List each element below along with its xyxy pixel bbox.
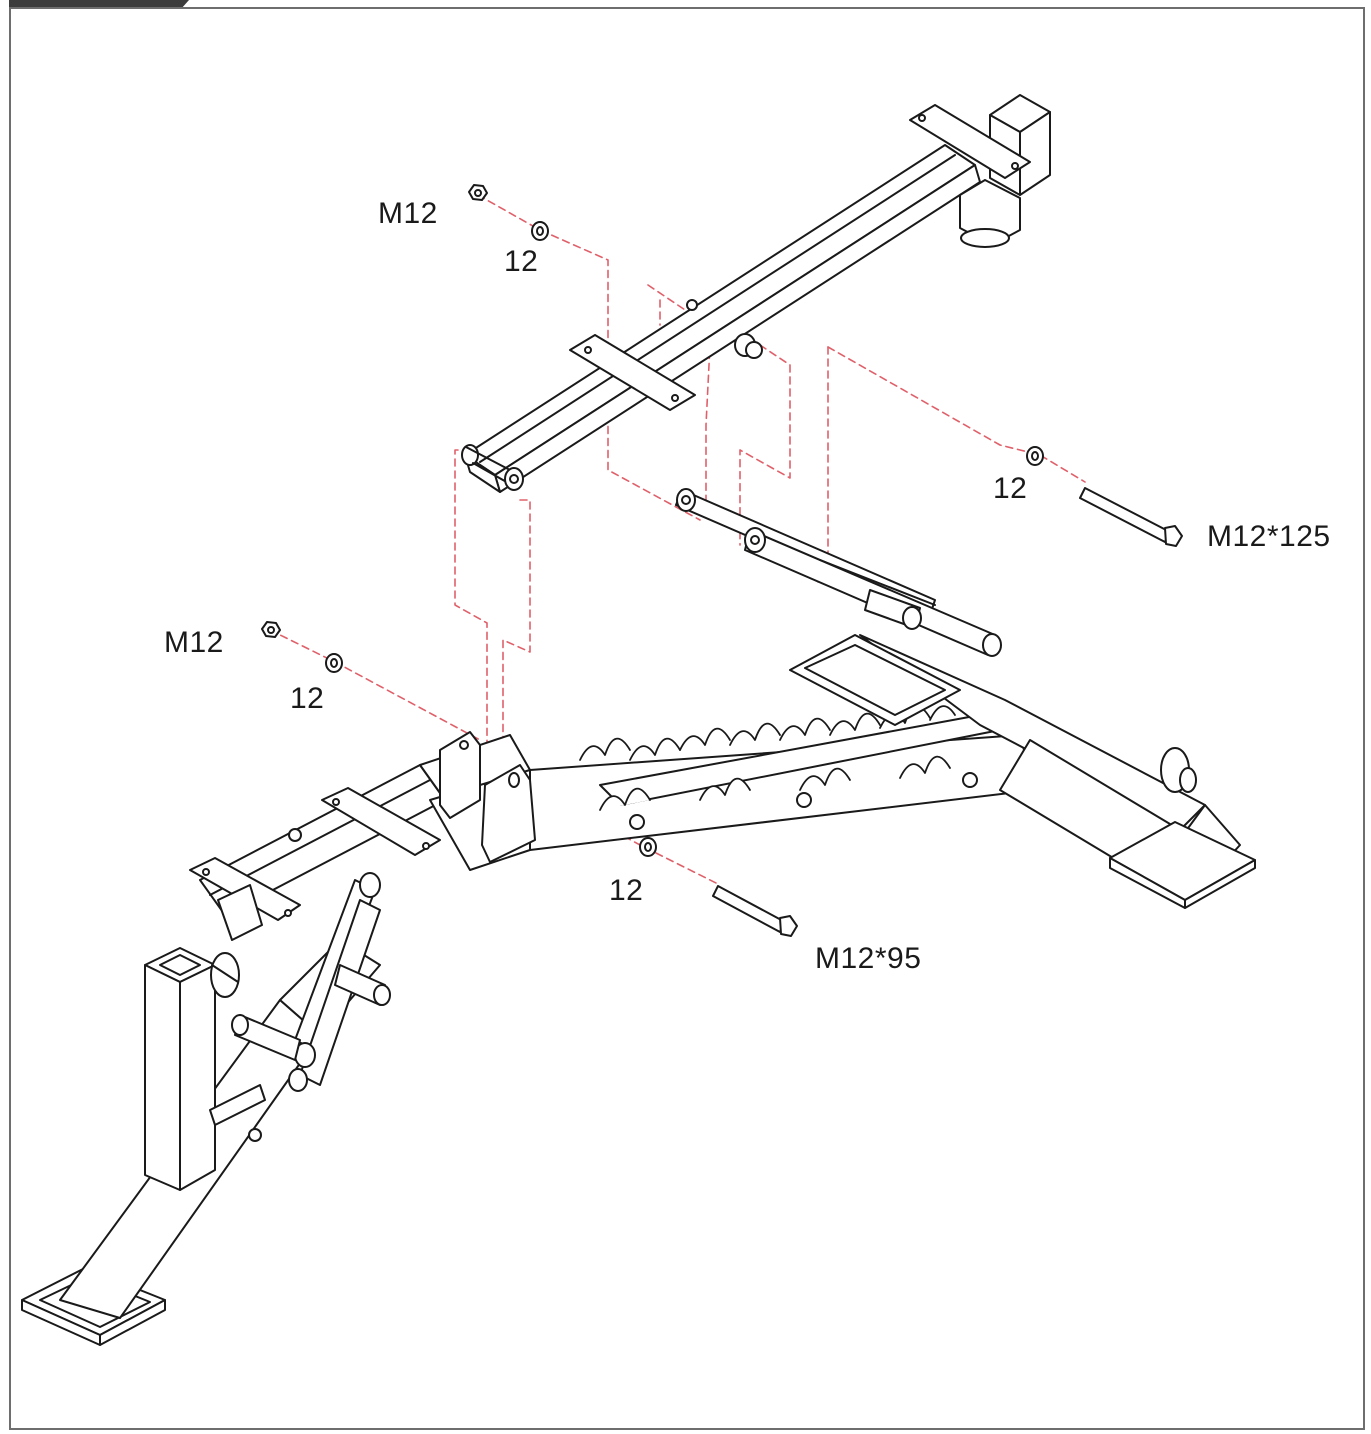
backrest-frame xyxy=(461,94,1051,493)
hardware xyxy=(261,184,1183,937)
diagram-frame xyxy=(9,7,1365,1430)
label-top-nut: M12 xyxy=(378,197,438,230)
base-frame xyxy=(21,634,1256,1346)
support-tubes xyxy=(675,488,1002,657)
label-left-nut: M12 xyxy=(164,626,224,659)
label-bolt-short: M12*95 xyxy=(815,942,922,975)
bolt-short-icon xyxy=(712,885,786,933)
label-bolt-long: M12*125 xyxy=(1207,520,1331,553)
label-center-washer: 12 xyxy=(609,874,644,907)
bolt-long-icon xyxy=(1079,487,1171,543)
label-left-washer: 12 xyxy=(290,682,325,715)
label-right-washer: 12 xyxy=(993,472,1028,505)
label-top-washer: 12 xyxy=(504,245,539,278)
header-tab xyxy=(9,0,189,9)
